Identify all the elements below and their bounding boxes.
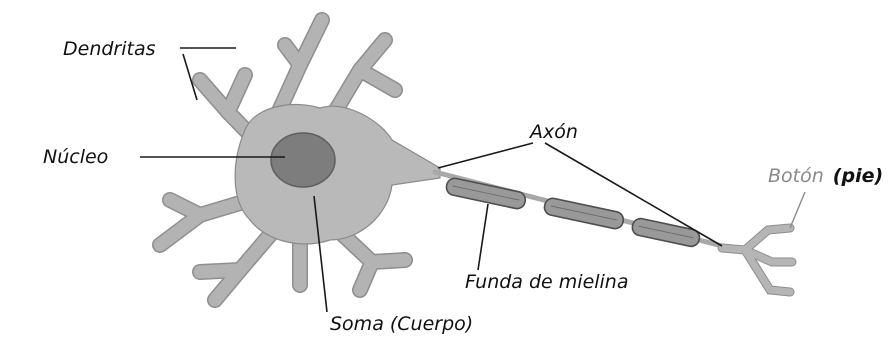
nucleus xyxy=(271,133,335,187)
label-nucleo: Núcleo xyxy=(43,146,108,168)
label-boton-word: Botón xyxy=(768,165,824,187)
axon-terminal xyxy=(722,228,792,292)
label-dendritas: Dendritas xyxy=(63,38,156,60)
label-boton: Botón (pie) xyxy=(768,165,883,187)
label-axon: Axón xyxy=(528,121,578,143)
soma-body xyxy=(235,104,440,243)
label-soma: Soma (Cuerpo) xyxy=(330,313,473,335)
label-funda-mielina: Funda de mielina xyxy=(465,271,629,293)
label-pie: (pie) xyxy=(833,165,883,187)
